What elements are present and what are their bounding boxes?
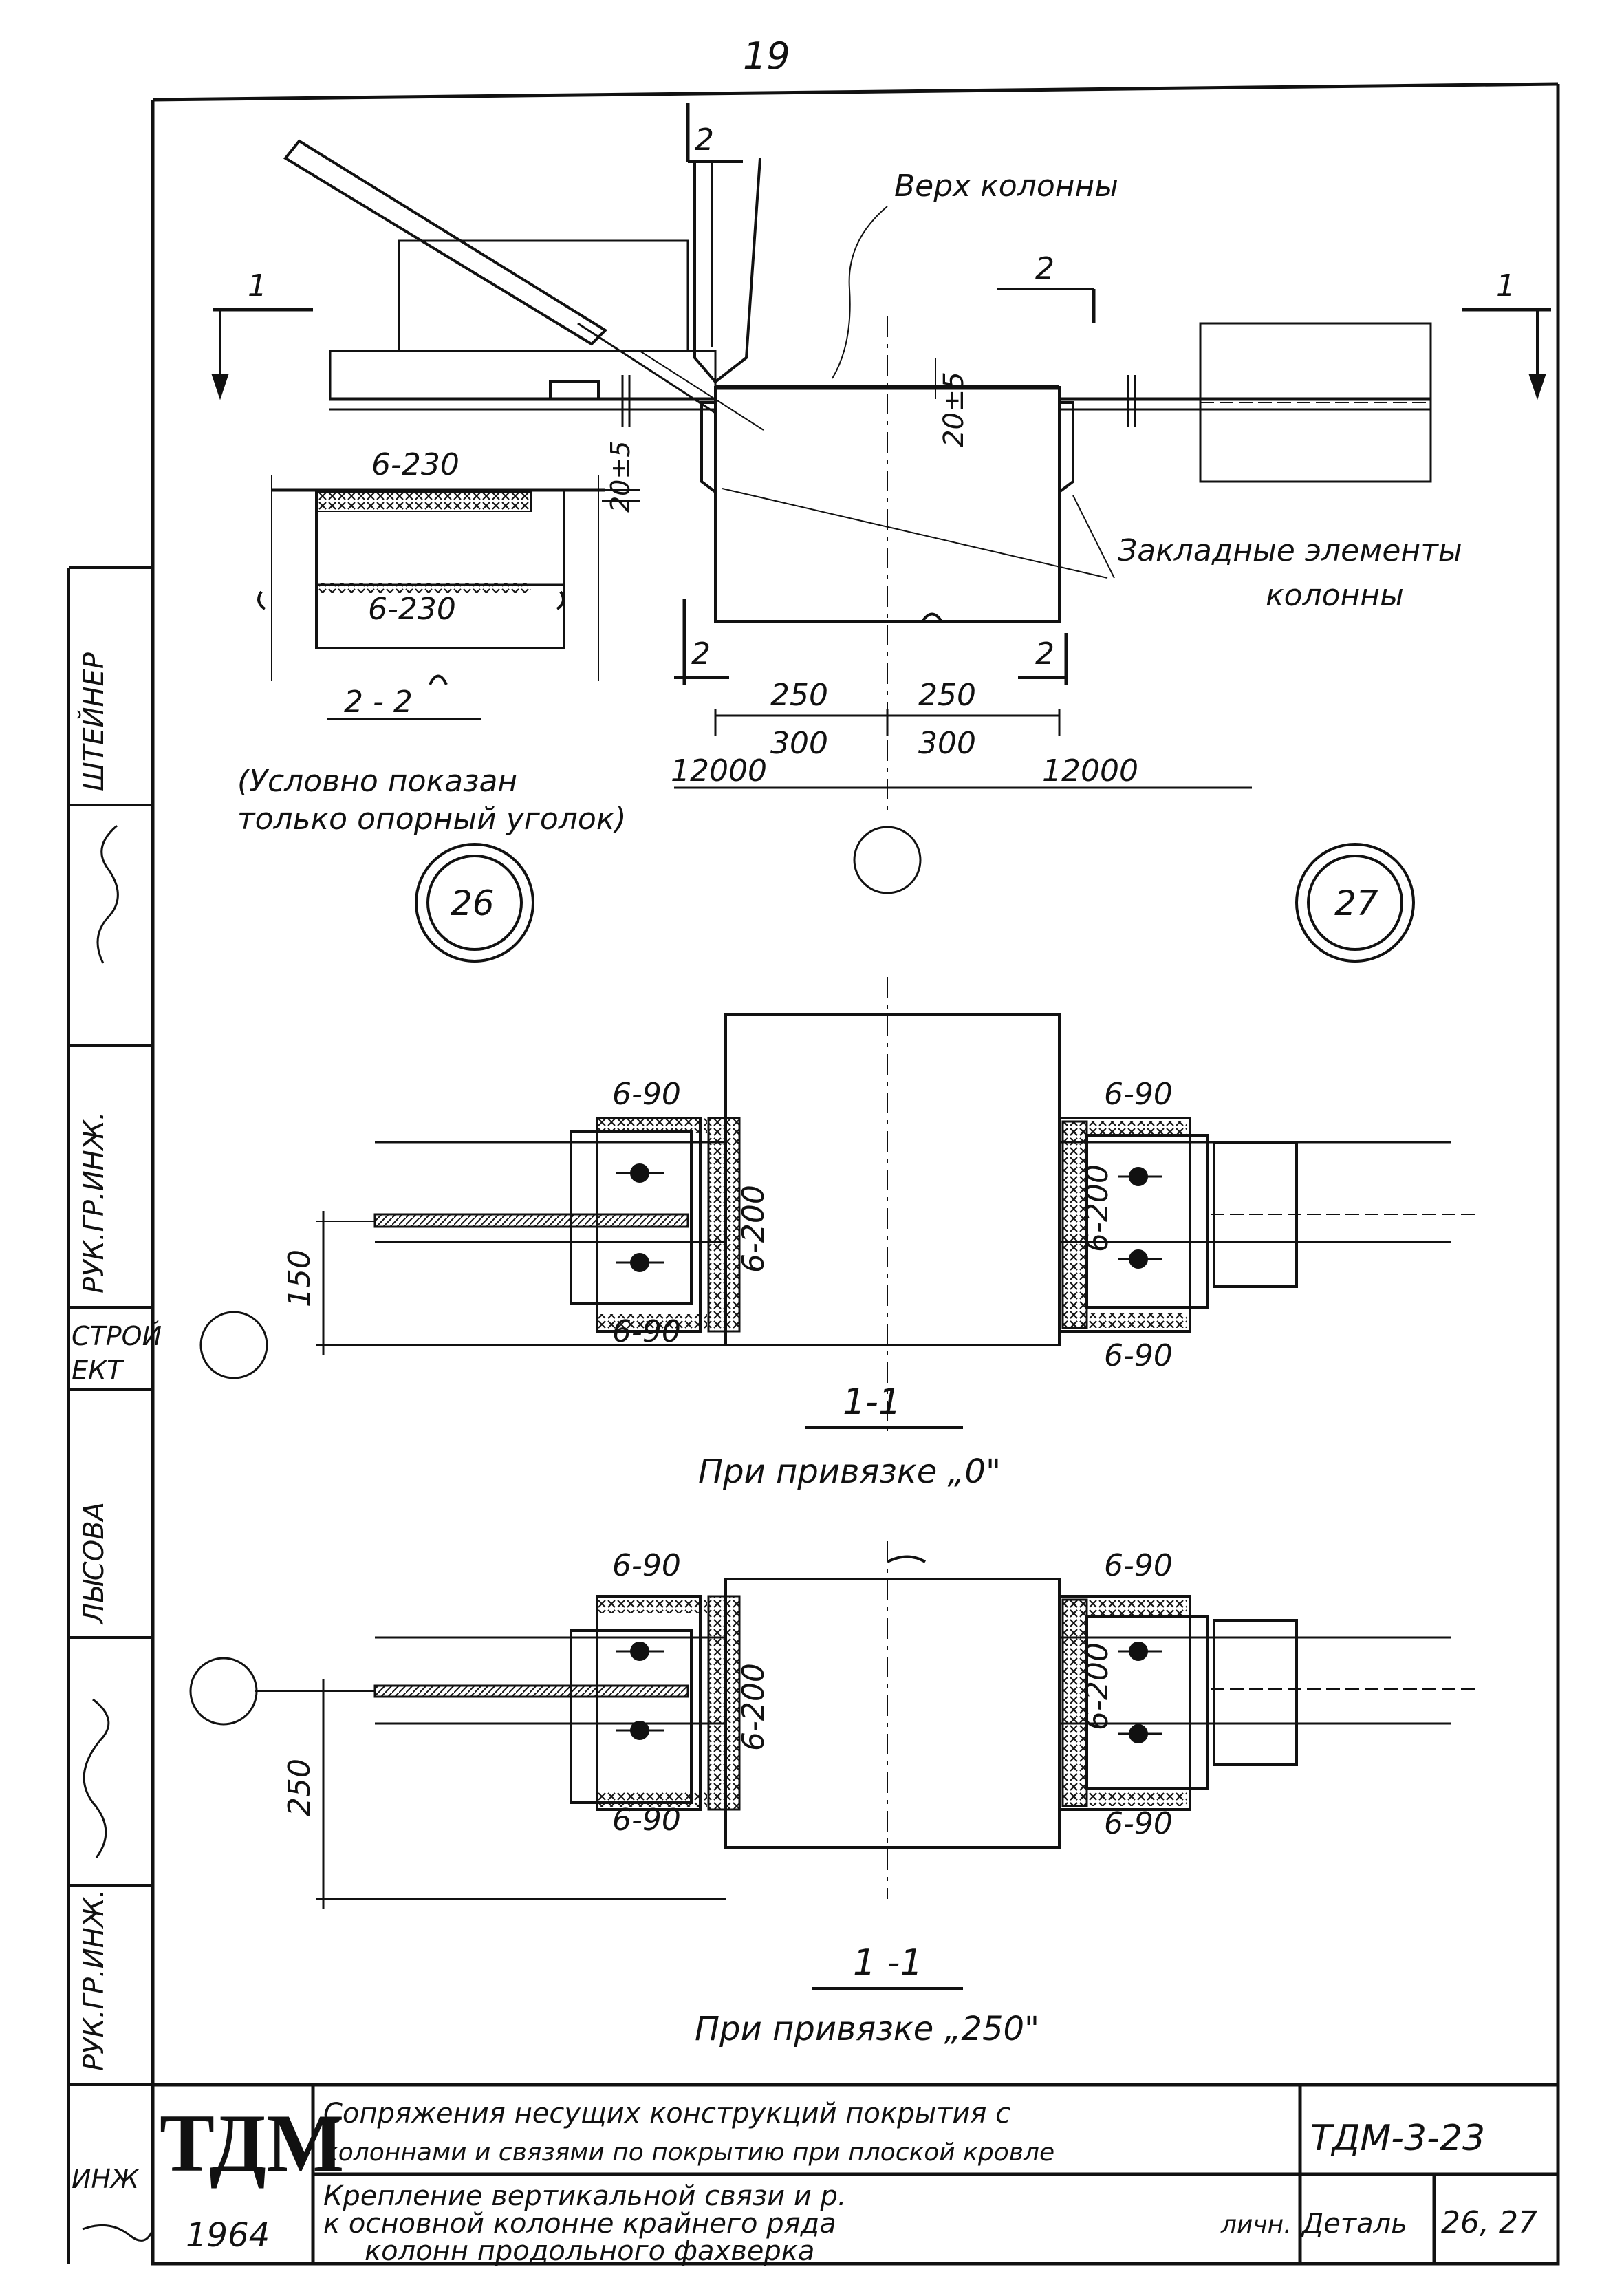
stamp-signatures — [82, 824, 153, 2242]
tdm-logo: ТДМ — [160, 2097, 344, 2189]
weld-tr-b: 6-90 — [1104, 1548, 1173, 1583]
weld-tr-a: 6-90 — [1104, 1077, 1173, 1112]
section-mark-2-br: 2 — [1035, 636, 1054, 672]
section-2-2-drawing — [257, 475, 640, 720]
section-mark-2-top: 2 — [695, 122, 714, 158]
section-mark-2-bl: 2 — [691, 636, 711, 672]
detail-value: 26, 27 — [1441, 2205, 1537, 2240]
label-embedded-column: колонны — [1266, 578, 1404, 613]
title-line-2: колоннами и связями по покрытию при плос… — [323, 2138, 1054, 2167]
section-mark-2-right: 2 — [1035, 251, 1054, 286]
detail-markers — [415, 843, 1415, 963]
title-block — [151, 2083, 1560, 2266]
sheet-frame — [67, 82, 1560, 2264]
weld-br-a: 6-90 — [1104, 1338, 1173, 1373]
section-2-2-title: 2 - 2 — [344, 685, 413, 720]
dim-250: 250 — [282, 1759, 317, 1816]
span-left: 12000 — [671, 753, 767, 788]
dim-20-5-top: 20±5 — [938, 372, 970, 447]
dim-250-left: 250 — [770, 678, 828, 713]
top-plan-drawing — [211, 103, 1551, 894]
weld-6-230-mid: 6-230 — [368, 592, 456, 627]
stamp-name-2: ЛЫСОВА — [78, 1502, 110, 1625]
weld-vr-b: 6-200 — [1080, 1642, 1115, 1730]
dim-20-5-section: 20±5 — [605, 441, 636, 513]
weld-6-230-top: 6-230 — [371, 447, 459, 482]
section-1-1-b-title: 1 -1 — [853, 1942, 922, 1984]
title-year: 1964 — [186, 2216, 270, 2255]
sub-line-tail: личн. — [1220, 2211, 1292, 2239]
series-code: ТДМ-3-23 — [1310, 2118, 1485, 2159]
page-number: 19 — [743, 34, 790, 78]
section-2-2-note-1: (Условно показан — [237, 764, 517, 799]
sub-line-2: к основной колонне крайнего ряда — [323, 2208, 836, 2240]
title-line-1: Сопряжения несущих конструкций покрытия … — [323, 2098, 1010, 2129]
stamp-org-1: СТРОЙ — [72, 1321, 162, 1351]
detail-marker-27: 27 — [1334, 883, 1378, 923]
span-right: 12000 — [1042, 753, 1138, 788]
weld-bl-b: 6-90 — [612, 1803, 681, 1838]
stamp-name-1: ШТЕЙНЕР — [77, 652, 110, 791]
label-column-top: Верх колонны — [894, 169, 1118, 204]
weld-tl-b: 6-90 — [612, 1548, 681, 1583]
weld-tl-a: 6-90 — [612, 1077, 681, 1112]
weld-vr-a: 6-200 — [1080, 1164, 1115, 1252]
section-mark-1-right: 1 — [1496, 268, 1515, 303]
detail-marker-26: 26 — [451, 883, 495, 923]
weld-vl-b: 6-200 — [736, 1663, 771, 1751]
stamp-role-1: РУК.ГР.ИНЖ. — [78, 1111, 110, 1293]
weld-br-b: 6-90 — [1104, 1806, 1173, 1841]
sub-line-1: Крепление вертикальной связи и р. — [323, 2180, 847, 2212]
detail-label: Деталь — [1301, 2208, 1407, 2240]
section-1-1-b-caption: При привязке „250" — [695, 2010, 1039, 2048]
section-1-1-a-caption: При привязке „0" — [698, 1452, 1001, 1491]
label-embedded-elements: Закладные элементы — [1118, 533, 1462, 568]
dim-250-right: 250 — [918, 678, 976, 713]
stamp-role-3: ИНЖ — [72, 2164, 140, 2194]
section-1-1-binding-0-drawing — [199, 977, 1479, 1431]
weld-bl-a: 6-90 — [612, 1314, 681, 1349]
stamp-role-2: РУК.ГР.ИНЖ. — [78, 1889, 110, 2071]
side-stamp — [69, 804, 153, 2086]
dim-150: 150 — [282, 1249, 317, 1307]
stamp-org-2: ЕКТ — [72, 1355, 124, 1386]
weld-vl-a: 6-200 — [736, 1185, 771, 1273]
section-mark-1-left: 1 — [248, 268, 267, 303]
section-2-2-note-2: только опорный уголок) — [237, 802, 627, 837]
dim-300-right: 300 — [918, 726, 976, 761]
dim-300-left: 300 — [770, 726, 828, 761]
sub-line-3: колонн продольного фахверка — [365, 2235, 814, 2267]
section-1-1-binding-250-drawing — [189, 1541, 1479, 1990]
section-1-1-a-title: 1-1 — [843, 1382, 901, 1423]
